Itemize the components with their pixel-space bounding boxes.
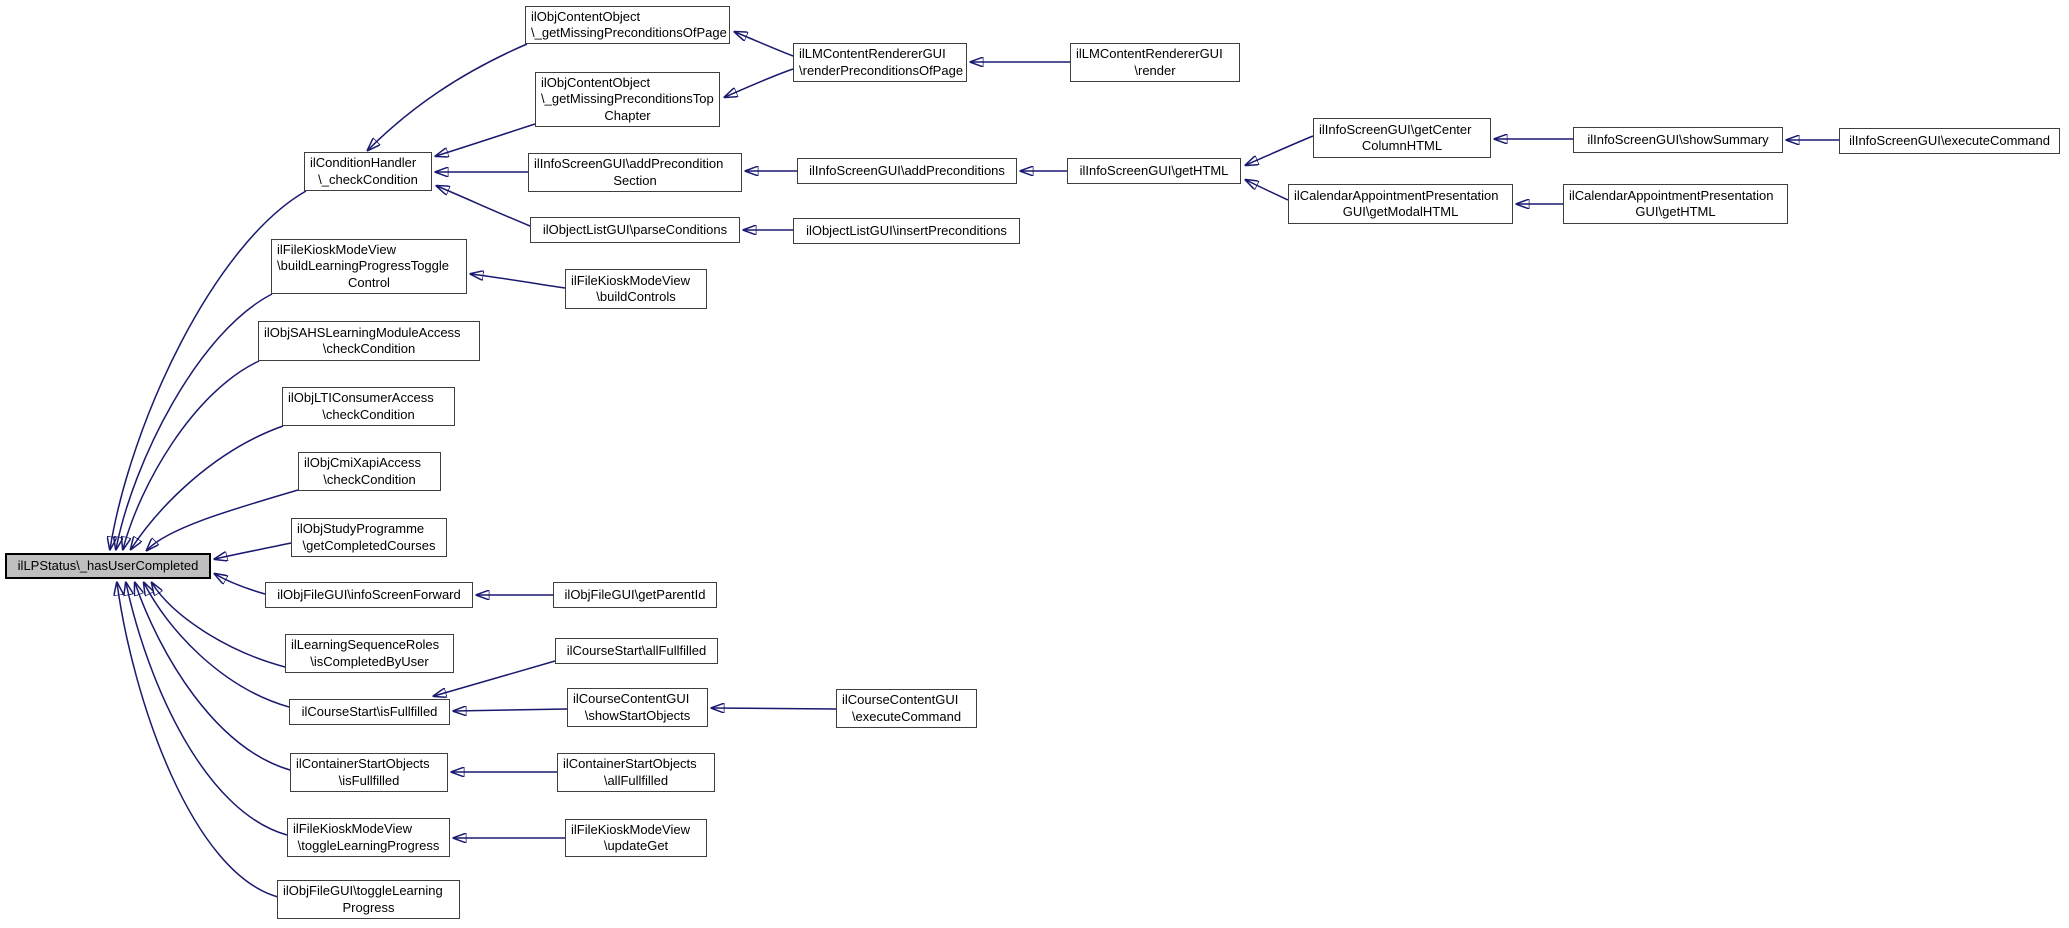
node-kiosk_updateget[interactable]: ilFileKioskModeView\updateGet bbox=[565, 819, 707, 857]
node-infoscreen_gethtml[interactable]: ilInfoScreenGUI\getHTML bbox=[1067, 158, 1241, 184]
node-coursestart_all[interactable]: ilCourseStart\allFullfilled bbox=[555, 638, 718, 664]
edge-coursecontent_exec-to-coursecontent_show bbox=[712, 708, 837, 709]
node-container_all[interactable]: ilContainerStartObjects\allFullfilled bbox=[557, 753, 715, 792]
node-coursecontent_exec[interactable]: ilCourseContentGUI\executeCommand bbox=[836, 689, 977, 728]
node-filegui_info[interactable]: ilObjFileGUI\infoScreenForward bbox=[265, 582, 473, 608]
edge-lmrender_pre-to-objco_top bbox=[725, 68, 794, 97]
node-objco_page[interactable]: ilObjContentObject\_getMissingPreconditi… bbox=[525, 6, 730, 44]
node-infoscreen_showsum[interactable]: ilInfoScreenGUI\showSummary bbox=[1573, 127, 1783, 153]
node-infoscreen_addpre[interactable]: ilInfoScreenGUI\addPreconditions bbox=[797, 158, 1017, 184]
edge-calendar_modal-to-infoscreen_gethtml bbox=[1246, 180, 1289, 201]
node-filegui_parent[interactable]: ilObjFileGUI\getParentId bbox=[553, 582, 717, 608]
node-objco_top[interactable]: ilObjContentObject\_getMissingPreconditi… bbox=[535, 72, 720, 127]
edge-kiosk_buildcontrols-to-kiosk_buildtoggle bbox=[471, 274, 566, 289]
edge-container_is-to-lpstatus bbox=[135, 583, 291, 771]
node-condhandler[interactable]: ilConditionHandler\_checkCondition bbox=[304, 152, 432, 191]
edge-infoscreen_center-to-infoscreen_gethtml bbox=[1246, 135, 1314, 165]
edge-filegui_info-to-lpstatus bbox=[215, 574, 266, 595]
edge-objco_page-to-condhandler bbox=[368, 43, 528, 150]
edge-objlist_parse-to-condhandler bbox=[437, 186, 531, 227]
node-studyprog[interactable]: ilObjStudyProgramme\getCompletedCourses bbox=[291, 518, 447, 557]
edge-lsroles-to-lpstatus bbox=[152, 583, 286, 668]
edge-kiosk_toggle-to-lpstatus bbox=[126, 583, 288, 836]
edge-coursecontent_show-to-coursestart_is bbox=[454, 709, 568, 711]
edge-studyprog-to-lpstatus bbox=[215, 542, 292, 559]
node-lmrender_pre[interactable]: ilLMContentRendererGUI\renderPreconditio… bbox=[793, 43, 967, 82]
node-lsroles[interactable]: ilLearningSequenceRoles\isCompletedByUse… bbox=[285, 634, 454, 673]
node-container_is[interactable]: ilContainerStartObjects\isFullfilled bbox=[290, 753, 448, 792]
node-kiosk_buildtoggle[interactable]: ilFileKioskModeView\buildLearningProgres… bbox=[271, 239, 467, 294]
node-lpstatus[interactable]: ilLPStatus\_hasUserCompleted bbox=[5, 553, 211, 579]
edge-filegui_toggle-to-lpstatus bbox=[117, 583, 279, 898]
node-objlist_insert[interactable]: ilObjectListGUI\insertPreconditions bbox=[793, 218, 1020, 244]
node-objlist_parse[interactable]: ilObjectListGUI\parseConditions bbox=[530, 217, 740, 243]
node-kiosk_buildcontrols[interactable]: ilFileKioskModeView\buildControls bbox=[565, 269, 707, 309]
node-sahs_check[interactable]: ilObjSAHSLearningModuleAccess\checkCondi… bbox=[258, 321, 480, 361]
edge-kiosk_buildtoggle-to-lpstatus bbox=[116, 293, 273, 549]
node-lmrender_render[interactable]: ilLMContentRendererGUI\render bbox=[1070, 43, 1240, 82]
node-coursestart_is[interactable]: ilCourseStart\isFullfilled bbox=[289, 699, 450, 725]
edge-coursestart_is-to-lpstatus bbox=[144, 583, 290, 708]
edge-sahs_check-to-lpstatus bbox=[123, 360, 260, 549]
edge-coursestart_all-to-coursestart_is bbox=[434, 660, 556, 696]
node-coursecontent_show[interactable]: ilCourseContentGUI\showStartObjects bbox=[567, 688, 708, 727]
node-cmi_check[interactable]: ilObjCmiXapiAccess\checkCondition bbox=[298, 452, 441, 491]
node-kiosk_toggle[interactable]: ilFileKioskModeView\toggleLearningProgre… bbox=[287, 818, 450, 857]
edge-lti_check-to-lpstatus bbox=[131, 425, 284, 549]
edge-objco_top-to-condhandler bbox=[436, 123, 536, 156]
node-lti_check[interactable]: ilObjLTIConsumerAccess\checkCondition bbox=[282, 387, 455, 426]
edge-cmi_check-to-lpstatus bbox=[147, 489, 299, 550]
edge-condhandler-to-lpstatus bbox=[110, 190, 307, 549]
node-infoscreen_exec[interactable]: ilInfoScreenGUI\executeCommand bbox=[1839, 128, 2060, 154]
edge-lmrender_pre-to-objco_page bbox=[735, 32, 794, 57]
